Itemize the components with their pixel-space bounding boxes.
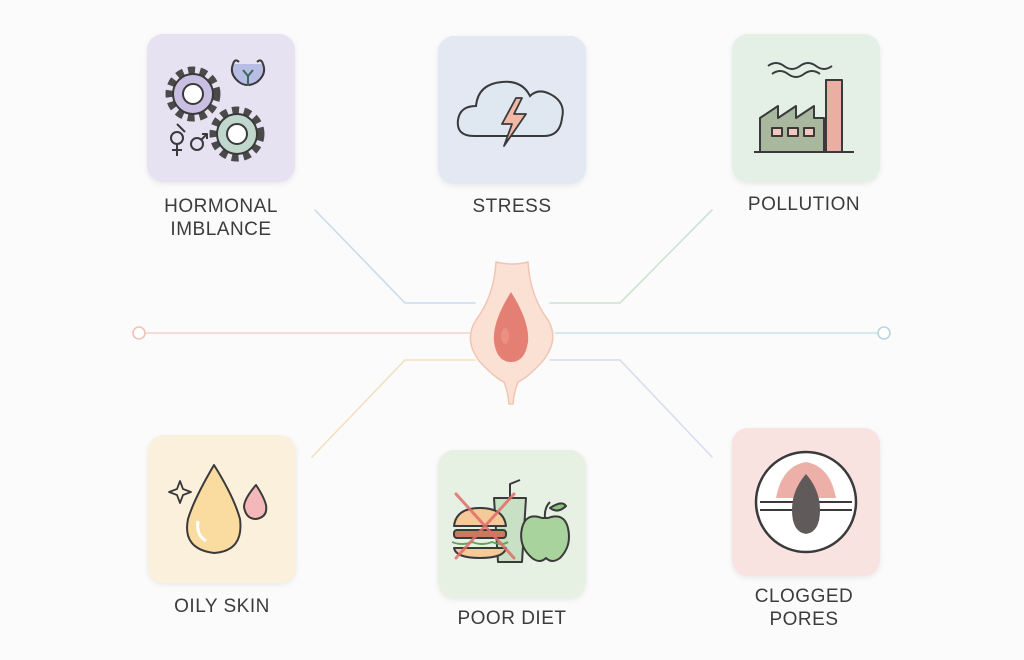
hormonal-imbalance-label: HORMONAL IMBLANCE [111,195,331,241]
oily-skin-label: OILY SKIN [174,596,270,617]
connector-clogged-pores [549,359,713,458]
clogged-pores-label: CLOGGED PORES [694,585,914,631]
clogged-pores-tile [732,428,880,576]
hormonal-imbalance-label-line1: HORMONAL [164,196,278,217]
clogged-pores-label-line1: CLOGGED [754,586,854,607]
oily-skin-tile [148,435,296,583]
gears-hormone-icon [147,34,295,182]
factory-icon [732,34,880,182]
oil-drop-icon [148,435,296,583]
connector-oily-skin [311,359,476,458]
left-axis-end-node [132,326,146,340]
pollution-label: POLLUTION [747,194,861,215]
connector-pollution [549,209,713,304]
poor-diet-label: POOR DIET [457,608,567,629]
stress-tile [438,36,586,184]
connector-hormonal [314,209,476,304]
poor-diet-tile [438,450,586,598]
hormonal-imbalance-label-line2: IMBLANCE [170,219,272,240]
right-axis-end-node [877,326,891,340]
acne-pimple-icon [469,261,554,405]
clogged-pore-icon [732,428,880,576]
clogged-pores-label-line2: PORES [769,609,839,630]
storm-cloud-icon [438,36,586,184]
hormonal-imbalance-tile [147,34,295,182]
pollution-tile [732,34,880,182]
junk-food-apple-icon [438,450,586,598]
stress-label: STRESS [472,196,552,217]
